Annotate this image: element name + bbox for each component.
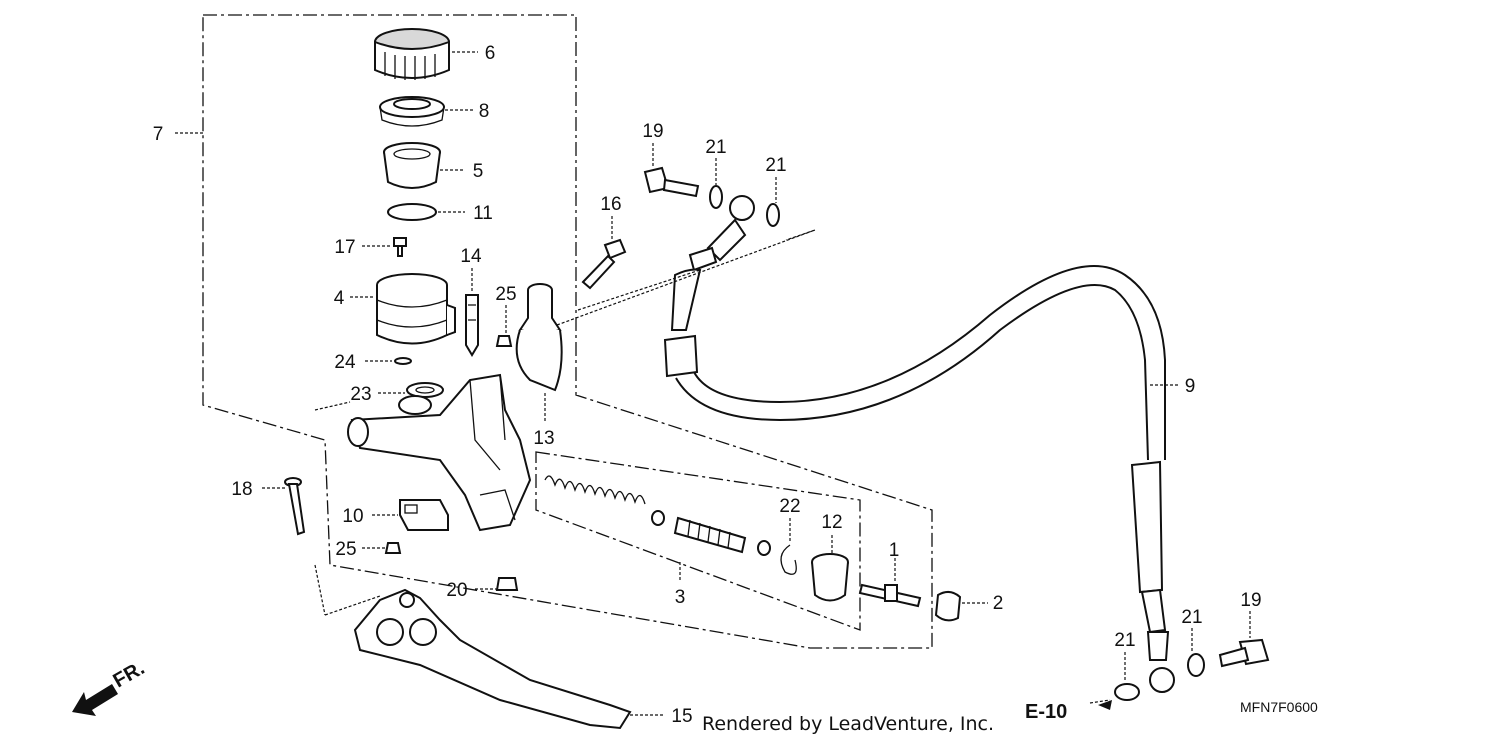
- callout-5: 5: [473, 161, 484, 182]
- callout-4: 4: [334, 288, 345, 309]
- part-23-gasket: [406, 382, 444, 398]
- diagram-code: MFN7F0600: [1240, 699, 1318, 715]
- callout-21-lower-left: 21: [1114, 630, 1135, 651]
- callout-9: 9: [1185, 376, 1196, 397]
- section-ref-arrow-icon: [1098, 700, 1112, 710]
- callout-21-upper-right: 21: [765, 155, 786, 176]
- callout-2: 2: [993, 593, 1004, 614]
- part-10-switch: [399, 499, 449, 531]
- part-19-banjo-bolt-lower: [1218, 638, 1270, 668]
- callout-21-upper-left: 21: [705, 137, 726, 158]
- part-12-boot: [811, 553, 849, 602]
- master-cylinder-body: [347, 373, 532, 532]
- callout-7: 7: [153, 124, 164, 145]
- rendered-by-caption: Rendered by LeadVenture, Inc.: [702, 713, 994, 735]
- callout-19-lower: 19: [1240, 590, 1261, 611]
- piston-kit-frame: [535, 451, 861, 631]
- part-8-plate: [379, 96, 445, 127]
- master-cylinder-frame: [202, 14, 933, 649]
- callout-14: 14: [460, 246, 482, 267]
- part-14-bracket: [465, 294, 479, 357]
- part-18-pivot-bolt: [284, 477, 306, 536]
- part-25-screw-upper: [495, 335, 513, 347]
- part-15-lever: [353, 588, 632, 730]
- callout-21-lower-right: 21: [1181, 607, 1202, 628]
- callout-17: 17: [334, 237, 355, 258]
- callout-10: 10: [342, 506, 363, 527]
- callout-23: 23: [350, 384, 371, 405]
- callout-16: 16: [600, 194, 621, 215]
- callout-22: 22: [779, 496, 800, 517]
- callout-3: 3: [675, 587, 686, 608]
- part-1-push-rod: [858, 583, 922, 608]
- part-22-circlip: [780, 544, 797, 575]
- assembly-frames: [202, 14, 933, 649]
- callout-1: 1: [889, 540, 900, 561]
- front-arrow-icon: [72, 684, 118, 716]
- callout-25-lower: 25: [335, 539, 356, 560]
- part-5-diaphragm: [383, 142, 441, 189]
- callout-18: 18: [231, 479, 252, 500]
- callout-6: 6: [485, 43, 496, 64]
- callout-19-upper: 19: [642, 121, 663, 142]
- callout-12: 12: [821, 512, 842, 533]
- callout-numbers: 1 2 3 4 5 6 7 8 9 10 11 12 13 14 15 16 1…: [153, 43, 1262, 727]
- part-21-washers-lower: [1114, 653, 1205, 701]
- leader-lines: [175, 51, 1251, 716]
- callout-11: 11: [473, 203, 493, 224]
- part-25-screw-lower: [384, 542, 402, 554]
- part-16-bolt: [581, 238, 627, 290]
- callout-8: 8: [479, 101, 490, 122]
- section-reference: E-10: [1025, 700, 1112, 723]
- part-6-reservoir-cap: [374, 28, 450, 80]
- part-13-holder: [515, 283, 563, 392]
- part-11-o-ring: [387, 203, 437, 221]
- part-9-clutch-hose: [663, 195, 1175, 693]
- part-17-screw: [393, 237, 407, 257]
- part-21-washers-upper: [709, 185, 780, 227]
- part-19-banjo-bolt-upper: [643, 166, 700, 198]
- part-3-piston-spring: [544, 475, 771, 556]
- front-direction-indicator: FR.: [72, 657, 148, 716]
- part-4-reservoir: [376, 273, 456, 345]
- callout-15: 15: [671, 706, 692, 727]
- callout-25-upper: 25: [495, 284, 516, 305]
- part-20-nut: [495, 577, 519, 591]
- callout-20: 20: [446, 580, 467, 601]
- callout-24: 24: [334, 352, 356, 373]
- part-2-cap: [934, 591, 962, 622]
- section-ref-label: E-10: [1025, 701, 1067, 723]
- part-24-washer: [394, 357, 412, 365]
- direction-label: FR.: [110, 657, 149, 692]
- callout-13: 13: [533, 428, 554, 449]
